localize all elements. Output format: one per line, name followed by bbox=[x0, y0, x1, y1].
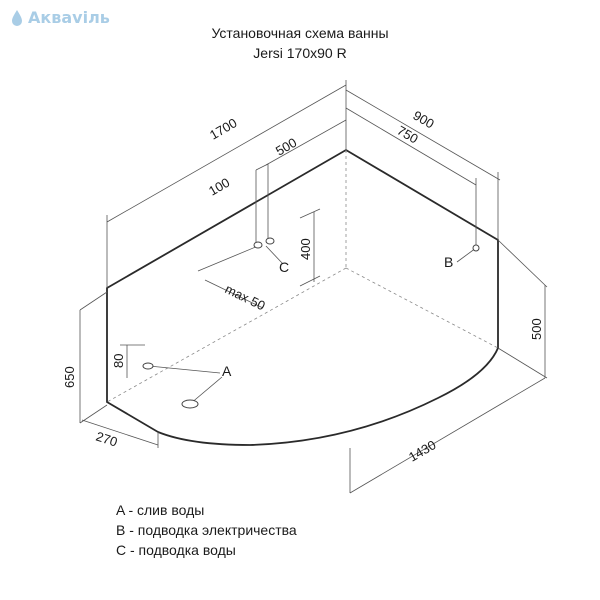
water-drop-icon bbox=[12, 9, 22, 26]
legend-item-c: C - подводка воды bbox=[116, 542, 236, 558]
dim-100: 100 bbox=[206, 175, 232, 199]
dim-80: 80 bbox=[111, 354, 126, 368]
tub-outline bbox=[106, 148, 499, 446]
dim-1700: 1700 bbox=[207, 115, 240, 142]
drain-a-point bbox=[142, 362, 154, 370]
dim-max50: max 50 bbox=[223, 281, 268, 313]
diagram-title: Установочная схема ванны bbox=[211, 25, 389, 41]
dim-270: 270 bbox=[94, 429, 119, 450]
dim-1430: 1430 bbox=[406, 437, 439, 464]
point-label-b: B bbox=[444, 254, 453, 270]
dim-500-right: 500 bbox=[529, 318, 544, 340]
legend-item-a: A - слив воды bbox=[116, 502, 205, 518]
electric-b-point bbox=[472, 244, 480, 252]
hidden-lines bbox=[106, 150, 499, 403]
dim-900: 900 bbox=[411, 108, 437, 132]
dim-400: 400 bbox=[298, 238, 313, 260]
model-name: Jersi 170x90 R bbox=[253, 45, 347, 61]
dim-650: 650 bbox=[62, 366, 77, 388]
brand-logo: Акваviль bbox=[10, 8, 110, 27]
dim-500-top: 500 bbox=[273, 135, 299, 159]
legend-item-b: B - подводка электричества bbox=[116, 522, 297, 538]
water-c-point-2 bbox=[265, 237, 275, 245]
connection-points bbox=[142, 237, 480, 409]
drain-overflow-point bbox=[181, 399, 199, 409]
point-label-a: A bbox=[222, 363, 232, 379]
dim-750: 750 bbox=[395, 123, 421, 147]
point-label-c: C bbox=[279, 259, 289, 275]
legend: A - слив воды B - подводка электричества… bbox=[116, 500, 297, 560]
dimension-lines bbox=[79, 80, 548, 494]
brand-name: Акваviль bbox=[28, 8, 110, 27]
water-c-point-1 bbox=[253, 241, 263, 249]
